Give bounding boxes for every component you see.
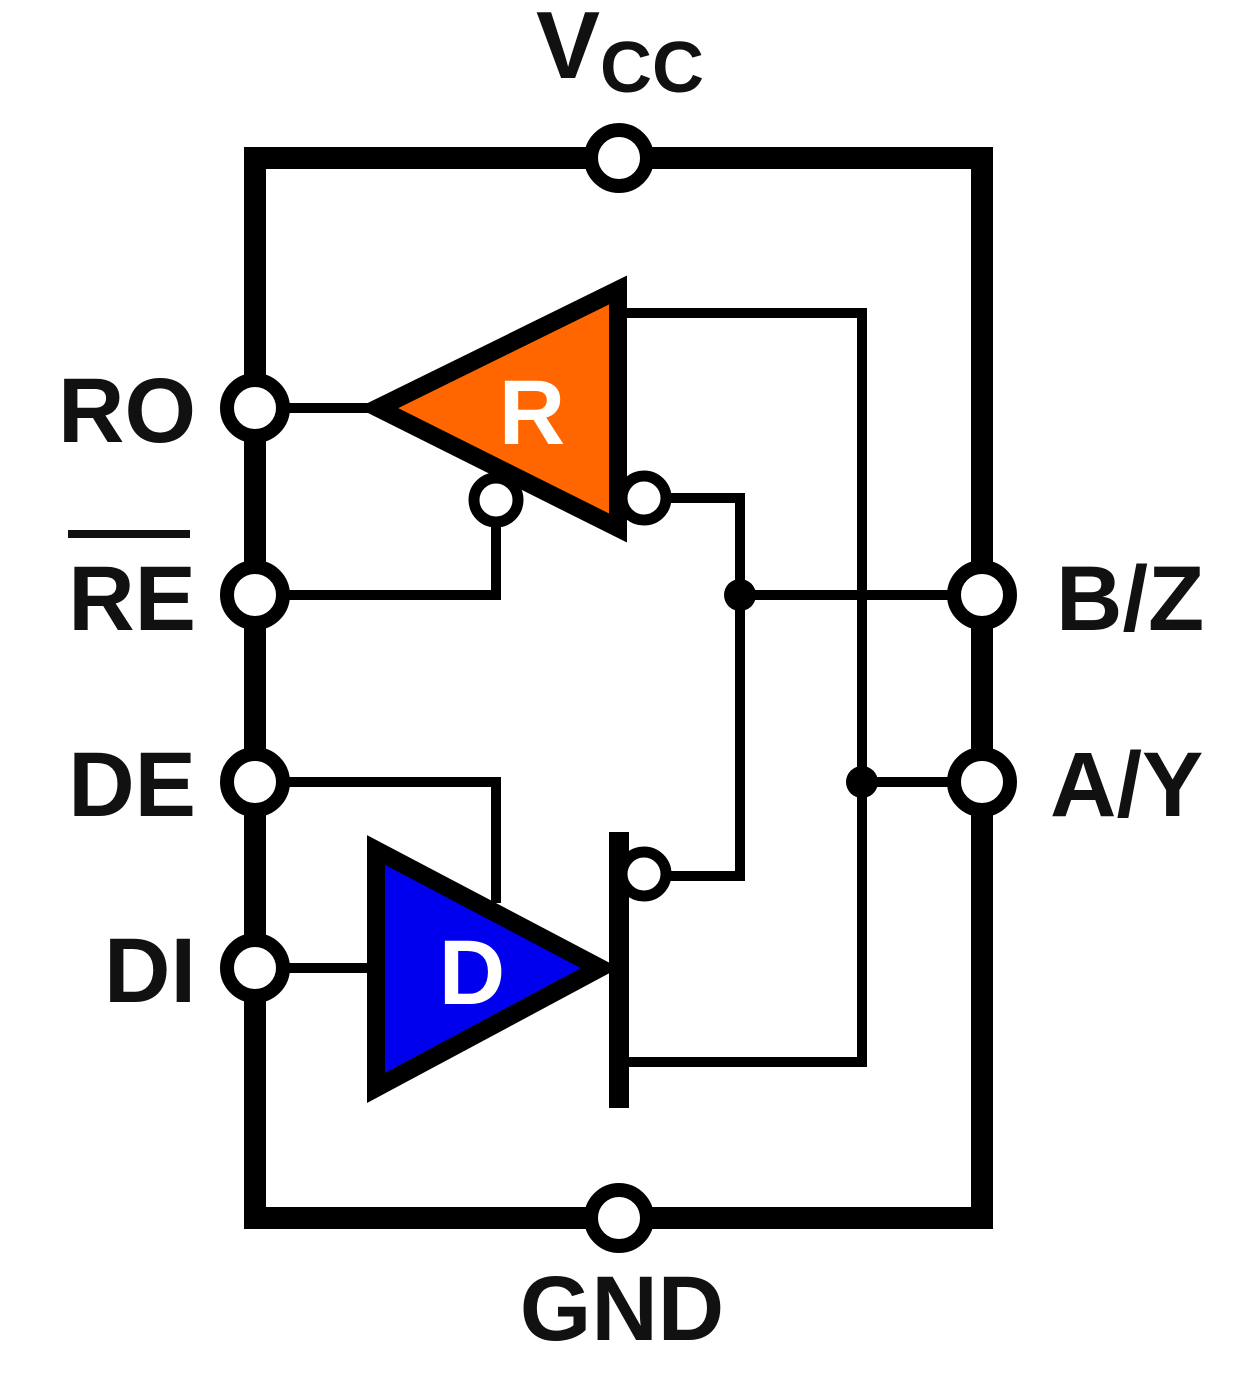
label-ay: A/Y xyxy=(1050,734,1203,836)
junction-dot-ay xyxy=(846,766,878,798)
label-vcc-sub: CC xyxy=(600,28,704,108)
pin-gnd xyxy=(584,1183,654,1253)
label-gnd: GND xyxy=(520,1258,724,1360)
label-ro: RO xyxy=(58,360,196,462)
pin-de xyxy=(220,747,290,817)
label-vcc: VCC xyxy=(536,0,704,108)
pin-di xyxy=(220,933,290,1003)
label-bz: B/Z xyxy=(1056,548,1204,650)
junction-dot-bz xyxy=(724,579,756,611)
driver-output-bubble xyxy=(616,846,672,902)
pin-re xyxy=(220,560,290,630)
label-re: RE xyxy=(68,548,196,650)
receiver-enable-bubble xyxy=(468,472,524,528)
pins xyxy=(220,123,1017,1253)
pin-ro xyxy=(220,373,290,443)
pin-vcc xyxy=(584,123,654,193)
receiver-input-bubble xyxy=(616,470,672,526)
label-di: DI xyxy=(104,920,196,1022)
pin-ay xyxy=(947,747,1017,817)
label-de: DE xyxy=(68,734,196,836)
junctions xyxy=(724,579,878,798)
pin-bz xyxy=(947,560,1017,630)
receiver-gate: R xyxy=(357,275,672,543)
label-vcc-main: V xyxy=(536,0,600,99)
driver-label: D xyxy=(439,922,505,1024)
receiver-label: R xyxy=(499,362,565,464)
driver-gate: D xyxy=(367,835,672,1104)
pin-labels: VCC GND RO RE DE DI B/Z A/Y xyxy=(58,0,1204,1360)
